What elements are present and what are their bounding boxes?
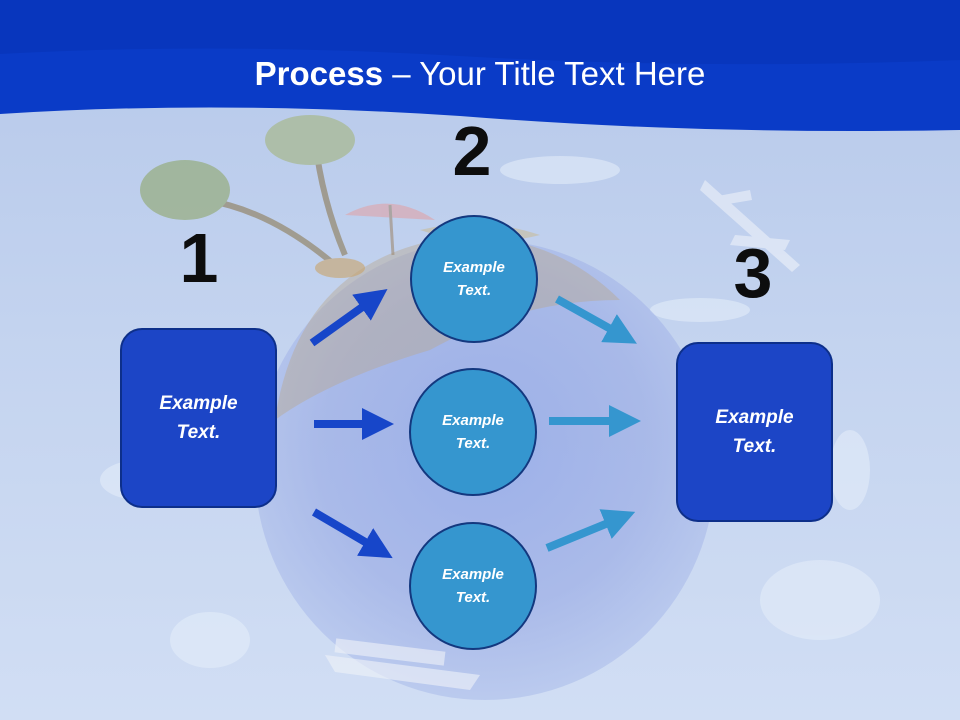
stage2-circle-top: Example Text. xyxy=(410,215,538,343)
title-bold: Process xyxy=(254,55,384,92)
step-3-box: Example Text. xyxy=(676,342,833,522)
step-number-3: 3 xyxy=(733,234,773,312)
palm-tree-illustration xyxy=(140,115,365,278)
stage2-middle-label: Example Text. xyxy=(442,412,504,452)
stage2-top-label: Example Text. xyxy=(443,259,505,299)
arrow-step1-to-top xyxy=(309,289,388,347)
stage2-bottom-label: Example Text. xyxy=(442,566,504,606)
arrow-bottom-to-step3 xyxy=(545,509,636,552)
step-number-2: 2 xyxy=(452,112,492,190)
stage2-circle-bottom: Example Text. xyxy=(409,522,537,650)
arrow-top-to-step3 xyxy=(555,295,637,344)
title-rest: – Your Title Text Here xyxy=(383,55,706,92)
airplane-illustration xyxy=(700,180,800,272)
slide-title: Process – Your Title Text Here xyxy=(0,52,960,96)
stage2-circle-middle: Example Text. xyxy=(409,368,537,496)
umbrella-illustration xyxy=(345,203,435,256)
step-1-label: Example Text. xyxy=(159,393,238,443)
ship-illustration xyxy=(325,638,480,690)
step-number-1: 1 xyxy=(179,219,219,297)
step-3-label: Example Text. xyxy=(715,407,794,457)
arrow-step1-to-bottom xyxy=(311,508,393,559)
step-1-box: Example Text. xyxy=(120,328,277,508)
